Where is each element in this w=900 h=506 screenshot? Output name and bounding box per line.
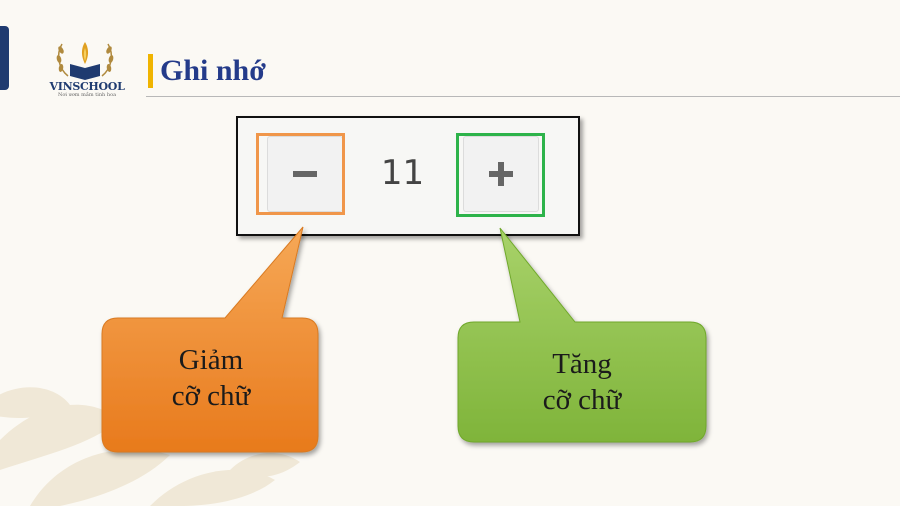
decrease-font-size-button[interactable] [267, 136, 343, 212]
logo-tagline: Nơi ươm mầm tinh hoa [57, 92, 117, 98]
increase-callout-line2: cỡ chữ [542, 384, 622, 416]
decrease-callout-label: Giảm cỡ chữ [102, 342, 320, 414]
title-accent-bar [148, 54, 153, 88]
decrease-callout-line2: cỡ chữ [171, 380, 251, 412]
logo-emblem-icon [56, 42, 114, 80]
decrease-callout-line1: Giảm [178, 344, 244, 376]
minus-icon [293, 171, 317, 177]
decrease-callout [101, 226, 319, 453]
increase-font-size-button[interactable] [463, 136, 539, 212]
title-divider [146, 96, 900, 97]
increase-callout [457, 227, 707, 443]
left-edge-tab [0, 26, 9, 90]
logo-name: VINSCHOOL [49, 80, 125, 93]
plus-icon [489, 162, 513, 186]
page-title: Ghi nhớ [160, 54, 266, 87]
increase-callout-line1: Tăng [552, 348, 612, 380]
font-size-value[interactable]: 11 [380, 153, 425, 193]
increase-callout-label: Tăng cỡ chữ [458, 346, 706, 418]
